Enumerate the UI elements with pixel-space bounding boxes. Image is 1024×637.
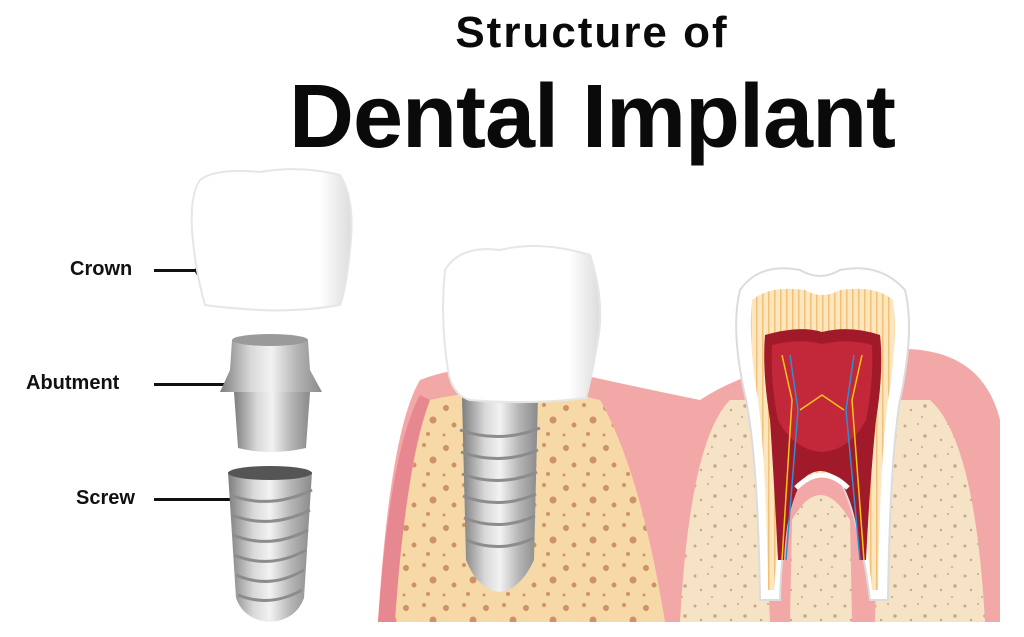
leader-line-abutment: [154, 383, 234, 386]
crown-icon: [190, 168, 353, 312]
label-abutment: Abutment: [26, 372, 120, 394]
abutment-icon: [220, 334, 322, 452]
label-crown: Crown: [70, 258, 133, 280]
title-line-2: Dental Implant: [288, 67, 896, 167]
label-screw: Screw: [76, 487, 135, 509]
natural-bone-icon: [680, 400, 985, 622]
natural-tooth-cross-section-icon: [735, 267, 910, 601]
title-line-1: Structure of: [455, 8, 729, 57]
leader-line-crown: [154, 269, 200, 272]
leader-line-screw: [154, 498, 242, 501]
implant-in-bone-icon: [442, 245, 602, 592]
screw-icon: [228, 466, 313, 622]
